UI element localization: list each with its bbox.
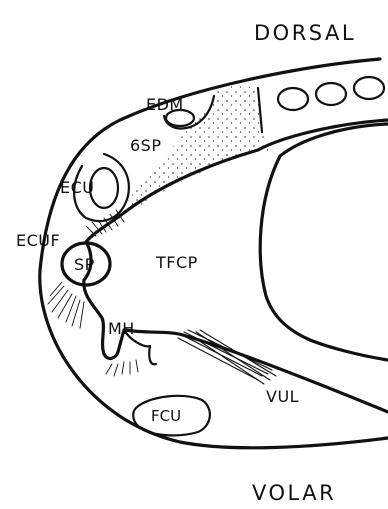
meniscus-fibers xyxy=(48,282,84,328)
extensor-tunnel-2 xyxy=(316,83,346,105)
volar-label: VOLAR xyxy=(252,481,336,505)
label-6sp: 6SP xyxy=(130,136,161,155)
dorsal-label: DORSAL xyxy=(254,21,356,45)
label-mh: MH xyxy=(108,319,135,338)
extensor-tunnel-1 xyxy=(278,88,308,110)
label-sp: SP xyxy=(74,255,95,274)
label-tfcp: TFCP xyxy=(155,253,198,272)
radius-outline xyxy=(260,124,388,360)
label-vul: VUL xyxy=(266,387,299,406)
extensor-tunnel-3 xyxy=(354,77,384,99)
label-fcu: FCU xyxy=(151,407,181,425)
label-ecuf: ECUF xyxy=(16,231,60,250)
label-ecu: ECU xyxy=(60,178,95,197)
mh-fibers xyxy=(106,360,138,376)
ecu-sheath-fibers xyxy=(86,210,124,236)
label-edm: EDM xyxy=(146,95,184,114)
